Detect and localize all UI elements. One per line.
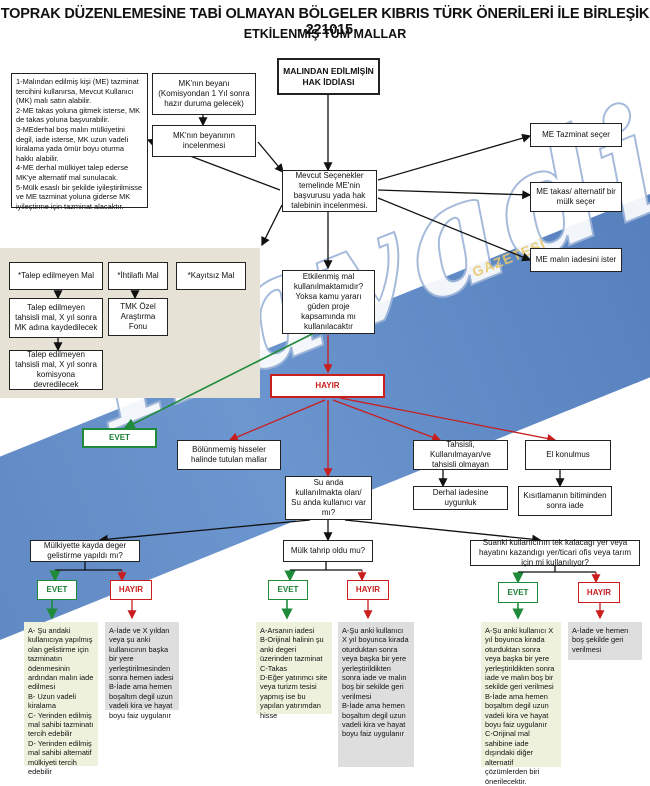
mk-review-box: MK'nın beyanının incelenmesi — [152, 125, 256, 157]
answer-line: C- Yerinden edilmiş mal sahibi tazminatı… — [28, 710, 94, 739]
exchange-box: ME takas/ alternatif bir mülk seçer — [530, 182, 622, 212]
not-requested-register-box: Talep edilmeyen tahsisli mal, X yıl sonr… — [9, 298, 103, 338]
claim-box: MALINDAN EDİLMİŞİN HAK İDDİASI — [277, 58, 380, 95]
answer-line: B-İade ama hemen boşaltım degil uzun vad… — [109, 682, 173, 720]
answer-destroyed-no: A-Şu anki kullanıcı X yıl boyunca kirada… — [338, 622, 414, 767]
options-list-item: 3-MEderhal boş malın mülkiyetini degil, … — [16, 124, 129, 163]
answer-dev-yes: A- Şu andaki kullanıcıya yapılmış olan g… — [24, 622, 98, 776]
options-list-item: 4-ME derhal mülkiyet talep ederse MK'ye … — [16, 163, 129, 182]
living-yes-box: EVET — [498, 582, 538, 603]
post-restriction-return-box: Kısıtlamanın bitiminden sonra iade — [518, 486, 612, 516]
destroyed-question-box: Mülk tahrip oldu mu? — [283, 540, 373, 562]
answer-line: B-İade ama hemen boşaltım degil uzun vad… — [485, 691, 549, 730]
page-subtitle: ETKİLENMİŞ TÜM MALLAR — [243, 27, 407, 41]
answer-line: B-Orijinal halinin şu anki degeri üzerin… — [260, 635, 324, 664]
answer-line: A-Arsanın iadesi — [260, 626, 315, 635]
answer-line: A-Şu anki kullanıcı X yıl boyunca kirada… — [485, 626, 555, 692]
yes-branch-box: EVET — [82, 428, 157, 448]
mechanisms-box: Mevcut Seçenekler temelinde ME'nin başvu… — [282, 170, 377, 212]
dev-no-box: HAYIR — [110, 580, 152, 600]
answer-line: B-İade ama hemen boşaltım degil uzun vad… — [342, 701, 406, 739]
not-requested-transfer-box: Talep edilmeyen tahsisli mal, X yıl sonr… — [9, 350, 103, 390]
answer-line: C-Orijinal mal sahibine iade dışındaki d… — [485, 729, 540, 786]
restitution-box: ME malın iadesini ister — [530, 248, 622, 272]
page-title: TOPRAK DÜZENLEMESİNE TABİ OLMAYAN BÖLGEL… — [0, 6, 650, 38]
answer-line: A-İade ve X yıldan veya şu anki kullanıc… — [109, 626, 174, 683]
options-list-item: 5-Mülk esaslı bir şekilde iyileştirilmis… — [16, 182, 143, 211]
development-question-box: Mülkiyette kayda deger gelistirme yapıld… — [30, 540, 140, 562]
options-list-box: 1-Malından edilmiş kişi (ME) tazminat te… — [11, 73, 148, 211]
answer-line: D-Eğer yatırımcı site veya turizm tesisi… — [260, 673, 328, 720]
direct-return-box: Derhal iadesine uygunluk — [413, 486, 508, 510]
current-user-question-box: Su anda kullanılmakta olan/ Su anda kull… — [285, 476, 372, 520]
answer-line: A- Şu andaki kullanıcıya yapılmış olan g… — [28, 626, 94, 692]
answer-living-yes: A-Şu anki kullanıcı X yıl boyunca kirada… — [481, 622, 561, 786]
destroyed-no-box: HAYIR — [347, 580, 389, 600]
options-list-item: 1-Malından edilmiş kişi (ME) tazminat te… — [16, 77, 139, 106]
divided-shares-box: Bölünmemiş hisseler halinde tutulan mall… — [177, 440, 281, 470]
answer-line: A-İade ve hemen boş şekilde geri verilme… — [572, 626, 629, 654]
allocated-unused-box: Tahsisli, Kullanılmayan/ve tahsisli olma… — [413, 440, 508, 470]
answer-line: A-Şu anki kullanıcı X yıl boyunca kirada… — [342, 626, 409, 701]
answer-destroyed-yes: A-Arsanın iadesi B-Orijinal halinin şu a… — [256, 622, 332, 720]
disputed-box: *İhtilaflı Mal — [108, 262, 168, 290]
compensation-box: ME Tazminat seçer — [530, 123, 622, 147]
living-use-question-box: Suanki kullanıcının tek kalacagı yer vey… — [470, 538, 640, 567]
no-branch-box: HAYIR — [270, 374, 385, 398]
answer-line: C-Takas — [260, 663, 288, 673]
affected-question-box: Etkilenmiş mal kullanılmaktamıdır? Yoksa… — [282, 270, 375, 334]
living-no-box: HAYIR — [578, 582, 620, 603]
options-list-item: 2-ME takas yoluna gitmek isterse, MK de … — [16, 105, 141, 125]
unrecorded-box: *Kayıtsız Mal — [176, 262, 246, 290]
answer-dev-no: A-İade ve X yıldan veya şu anki kullanıc… — [105, 622, 179, 720]
seized-box: El konulmus — [525, 440, 611, 470]
mk-statement-box: MK'nın beyanı (Komisyondan 1 Yıl sonra h… — [152, 73, 256, 115]
tmk-fund-box: TMK Özel Araştırma Fonu — [108, 298, 168, 336]
answer-line: B- Uzun vadeli kiralama — [28, 691, 77, 711]
dev-yes-box: EVET — [37, 580, 77, 600]
not-requested-box: *Talep edilmeyen Mal — [9, 262, 103, 290]
destroyed-yes-box: EVET — [268, 580, 308, 600]
answer-living-no: A-İade ve hemen boş şekilde geri verilme… — [568, 622, 642, 660]
